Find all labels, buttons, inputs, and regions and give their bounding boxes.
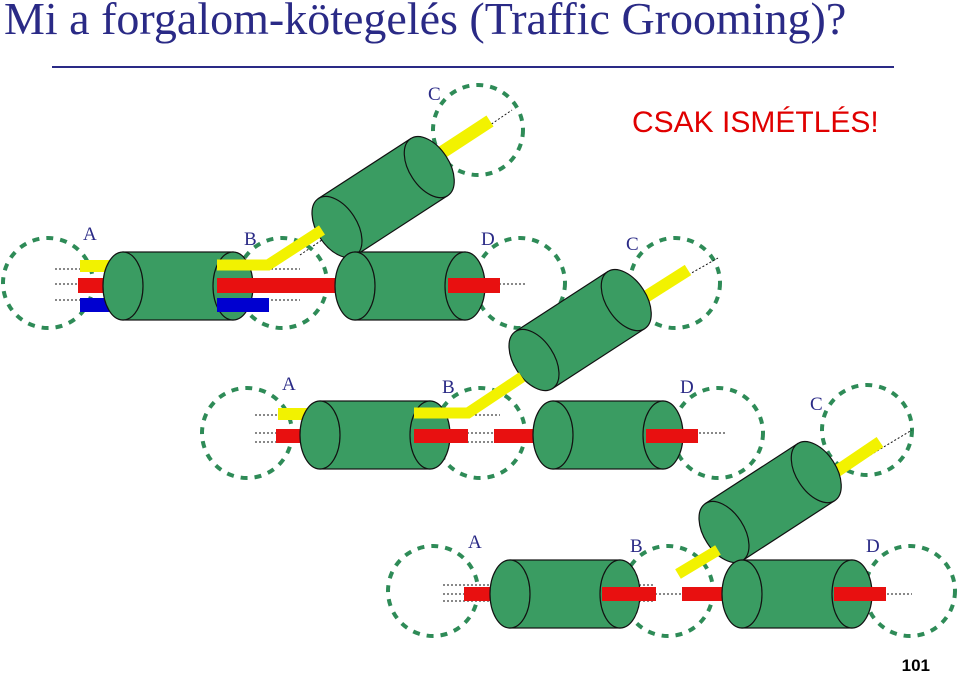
node-label-d: D (481, 229, 495, 250)
node-label-d: D (866, 536, 880, 557)
node-label-c-top: C (428, 84, 441, 105)
node-label-b: B (244, 229, 257, 250)
cylinder-link (302, 128, 465, 267)
yellow-traffic-bar (678, 550, 718, 574)
node-label-b: B (442, 377, 455, 398)
yellow-traffic-bar (217, 230, 322, 265)
node-label-a: A (282, 374, 296, 395)
node-label-c: C (810, 394, 823, 415)
red-traffic-bar (217, 278, 335, 293)
row-3: A B D (388, 532, 955, 636)
node-label-d: D (680, 377, 694, 398)
alert-text: CSAK ISMÉTLÉS! (632, 106, 879, 140)
blue-traffic-bar (217, 298, 269, 312)
node-ring-c (822, 385, 912, 475)
red-traffic-bar (682, 587, 722, 601)
page-number: 101 (902, 656, 930, 676)
red-traffic-bar (494, 429, 534, 443)
node-label-a: A (468, 532, 482, 553)
red-traffic-bar (646, 429, 698, 443)
red-traffic-bar (414, 429, 468, 443)
cylinder-link (499, 261, 662, 400)
node-label-a: A (83, 224, 97, 245)
red-traffic-bar (834, 587, 886, 601)
node-label-c: C (626, 234, 639, 255)
row-2: A B D C (202, 374, 912, 571)
red-traffic-bar (602, 587, 656, 601)
red-traffic-bar (448, 278, 500, 293)
node-label-b: B (630, 536, 643, 557)
